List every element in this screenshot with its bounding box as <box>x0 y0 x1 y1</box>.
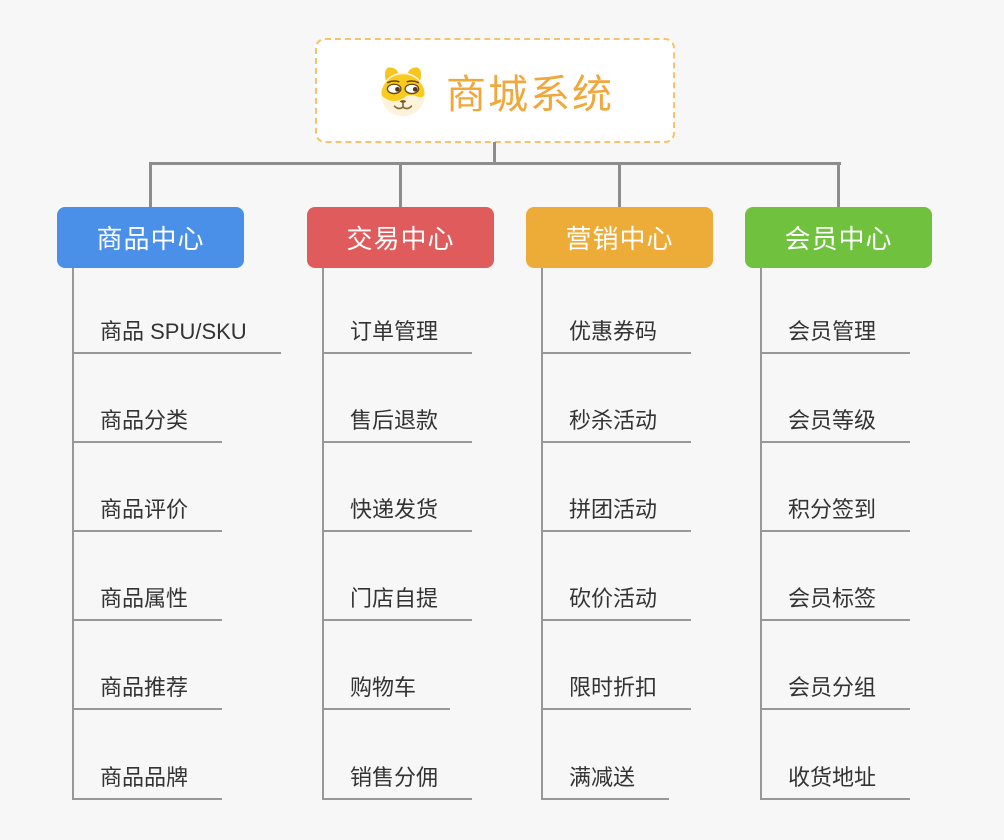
node-item[interactable]: 会员分组 <box>760 621 911 710</box>
node-item[interactable]: 商品推荐 <box>72 621 223 710</box>
node-item[interactable]: 砍价活动 <box>541 532 692 621</box>
node-item[interactable]: 订单管理 <box>322 268 473 354</box>
branch-member-center: 会员中心 会员管理 会员等级 积分签到 会员标签 会员分组 收货地址 <box>745 207 932 800</box>
branch-items-product-center: 商品 SPU/SKU 商品分类 商品评价 商品属性 商品推荐 商品品牌 <box>72 268 281 800</box>
node-item[interactable]: 门店自提 <box>322 532 473 621</box>
connector-drop-trade <box>399 162 402 209</box>
node-item[interactable]: 商品 SPU/SKU <box>72 268 281 354</box>
node-item[interactable]: 销售分佣 <box>322 710 473 800</box>
node-item[interactable]: 秒杀活动 <box>541 354 692 443</box>
connector-horizontal <box>149 162 841 165</box>
connector-drop-marketing <box>618 162 621 209</box>
branch-header-marketing-center[interactable]: 营销中心 <box>526 207 713 268</box>
node-item[interactable]: 积分签到 <box>760 443 911 532</box>
branch-product-center: 商品中心 商品 SPU/SKU 商品分类 商品评价 商品属性 商品推荐 商品品牌 <box>57 207 281 800</box>
node-item[interactable]: 会员管理 <box>760 268 911 354</box>
connector-drop-member <box>837 162 840 209</box>
branch-header-trade-center[interactable]: 交易中心 <box>307 207 494 268</box>
node-item[interactable]: 购物车 <box>322 621 451 710</box>
dog-face-icon <box>376 64 430 118</box>
node-item[interactable]: 拼团活动 <box>541 443 692 532</box>
node-item[interactable]: 会员标签 <box>760 532 911 621</box>
branch-header-product-center[interactable]: 商品中心 <box>57 207 244 268</box>
node-item[interactable]: 优惠券码 <box>541 268 692 354</box>
node-item[interactable]: 满减送 <box>541 710 670 800</box>
root-node[interactable]: 商城系统 <box>315 38 675 143</box>
connector-drop-product <box>149 162 152 209</box>
branch-header-member-center[interactable]: 会员中心 <box>745 207 932 268</box>
branch-items-trade-center: 订单管理 售后退款 快递发货 门店自提 购物车 销售分佣 <box>322 268 494 800</box>
root-title: 商城系统 <box>446 72 614 117</box>
node-item[interactable]: 快递发货 <box>322 443 473 532</box>
node-item[interactable]: 商品品牌 <box>72 710 223 800</box>
branch-marketing-center: 营销中心 优惠券码 秒杀活动 拼团活动 砍价活动 限时折扣 满减送 <box>526 207 713 800</box>
branch-items-marketing-center: 优惠券码 秒杀活动 拼团活动 砍价活动 限时折扣 满减送 <box>541 268 713 800</box>
node-item[interactable]: 限时折扣 <box>541 621 692 710</box>
node-item[interactable]: 售后退款 <box>322 354 473 443</box>
node-item[interactable]: 收货地址 <box>760 710 911 800</box>
connector-root-stem <box>493 142 496 164</box>
node-item[interactable]: 商品属性 <box>72 532 223 621</box>
node-item[interactable]: 商品评价 <box>72 443 223 532</box>
node-item[interactable]: 会员等级 <box>760 354 911 443</box>
branch-items-member-center: 会员管理 会员等级 积分签到 会员标签 会员分组 收货地址 <box>760 268 932 800</box>
branch-trade-center: 交易中心 订单管理 售后退款 快递发货 门店自提 购物车 销售分佣 <box>307 207 494 800</box>
node-item[interactable]: 商品分类 <box>72 354 223 443</box>
